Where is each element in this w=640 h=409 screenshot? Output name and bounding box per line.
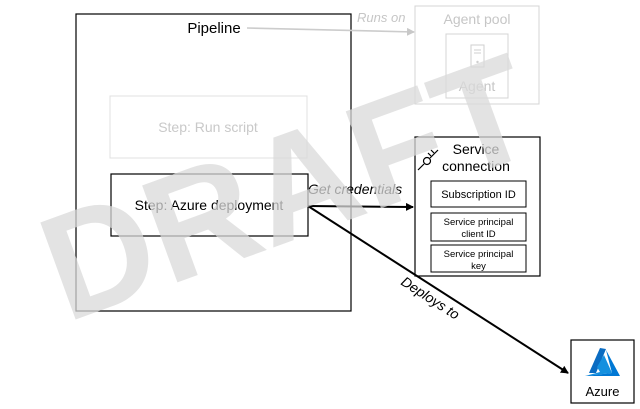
- pipeline-box: [75, 13, 352, 312]
- pipeline-title: Pipeline: [187, 20, 240, 37]
- agent-pool-title: Agent pool: [444, 11, 511, 27]
- deploys-to-arrow: [307, 205, 569, 374]
- plug-icon: [417, 149, 439, 171]
- service-connection-title-line1: Service: [453, 141, 500, 157]
- step-azure-deployment-label: Step: Azure deployment: [135, 197, 284, 213]
- sp-key-box: [430, 244, 527, 273]
- sp-client-id-label-line2: client ID: [461, 229, 495, 240]
- step-azure-deployment-box: [110, 173, 309, 237]
- get-credentials-label: Get credentials: [308, 181, 402, 197]
- sp-client-id-label-line1: Service principal: [444, 217, 514, 228]
- service-connection-title-line2: connection: [442, 158, 510, 174]
- runs-on-label: Runs on: [357, 10, 405, 25]
- azure-label: Azure: [586, 384, 620, 399]
- azure-logo-icon: [585, 348, 620, 376]
- runs-on-arrow: [246, 27, 415, 36]
- agent-label: Agent: [459, 78, 496, 94]
- sp-key-label-line1: Service principal: [444, 249, 514, 260]
- step-run-script-box: [109, 95, 308, 159]
- step-run-script-label: Step: Run script: [158, 119, 258, 135]
- sp-key-label-line2: key: [471, 261, 486, 272]
- deploys-to-label: Deploys to: [398, 273, 462, 323]
- server-icon: [470, 44, 485, 68]
- sp-client-id-box: [430, 212, 527, 242]
- get-credentials-arrow: [307, 202, 414, 211]
- subscription-id-box: [430, 180, 527, 208]
- agent-box: [445, 33, 509, 99]
- agent-pool-box: [414, 5, 540, 105]
- subscription-id-label: Subscription ID: [441, 189, 516, 201]
